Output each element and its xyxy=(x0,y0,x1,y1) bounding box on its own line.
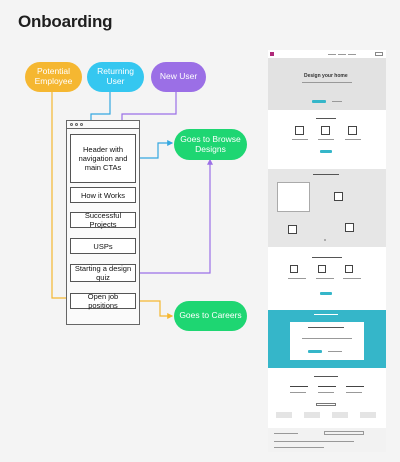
wire-quiz xyxy=(268,310,386,368)
potential-employee-node: Potential Employee xyxy=(25,62,82,92)
new-user-node: New User xyxy=(151,62,206,92)
careers-node: Goes to Careers xyxy=(174,301,247,331)
step-design-quiz: Starting a design quiz xyxy=(70,264,136,282)
page-title: Onboarding xyxy=(18,12,113,31)
wire-nav xyxy=(268,50,386,58)
wire-footer xyxy=(268,428,386,452)
returning-user-node: Returning User xyxy=(87,62,144,92)
step-open-jobs: Open job positions xyxy=(70,292,136,310)
step-usps: USPs xyxy=(70,238,136,254)
step-how-it-works: How it Works xyxy=(70,187,136,203)
logo-icon xyxy=(270,52,274,56)
wire-projects xyxy=(268,169,386,247)
arrow-quiz-browse xyxy=(136,158,213,274)
step-successful-projects: Successful Projects xyxy=(70,211,136,229)
wire-how-it-works xyxy=(268,112,386,167)
wire-hero: Design your home xyxy=(268,58,386,110)
browse-designs-node: Goes to Browse Designs xyxy=(174,129,247,160)
wireframe-page: Design your home xyxy=(268,50,386,452)
wire-hero-title: Design your home xyxy=(304,73,348,79)
arrow-jobs-careers xyxy=(136,300,174,319)
wire-jobs xyxy=(268,370,386,428)
browser-toolbar xyxy=(67,121,139,129)
step-header: Header with navigation and main CTAs xyxy=(70,134,136,183)
arrow-header-browse xyxy=(136,140,174,159)
wire-usps xyxy=(268,250,386,308)
arrow-potential xyxy=(51,90,72,299)
